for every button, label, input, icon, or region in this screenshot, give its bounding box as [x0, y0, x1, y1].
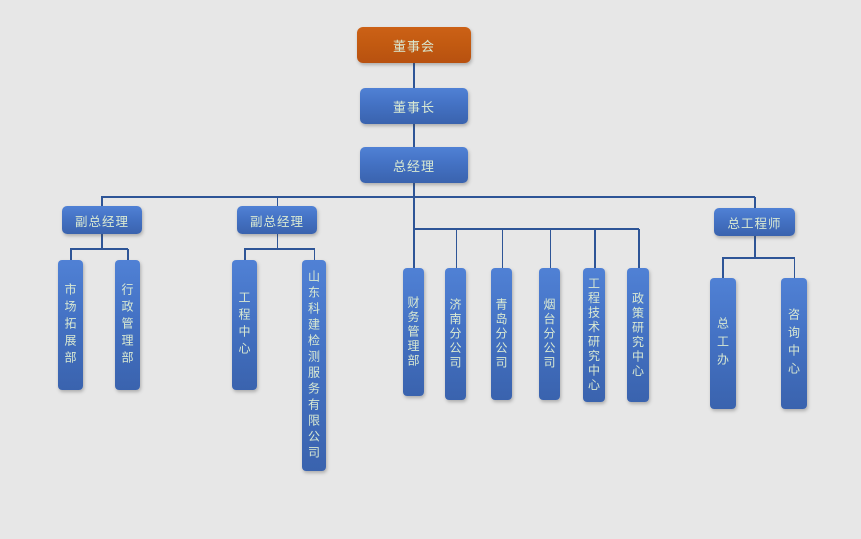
connector-line	[754, 236, 756, 257]
connector-line	[70, 248, 128, 250]
connector-line	[722, 257, 795, 259]
connector-line	[594, 229, 596, 268]
org-node-chief-engineer[interactable]: 总工程师	[714, 208, 795, 236]
connector-line	[127, 249, 129, 260]
connector-line	[638, 229, 640, 268]
org-node-finance[interactable]: 财务管理部	[403, 268, 424, 396]
org-node-market-dev[interactable]: 市场拓展部	[58, 260, 83, 390]
connector-line	[244, 248, 315, 250]
connector-line	[455, 229, 457, 268]
org-node-deputy-gm-2[interactable]: 副总经理	[237, 206, 317, 234]
org-node-general-manager[interactable]: 总经理	[360, 147, 468, 183]
org-node-deputy-gm-1[interactable]: 副总经理	[62, 206, 142, 234]
connector-line	[101, 234, 103, 248]
org-node-yantai-branch[interactable]: 烟台分公司	[539, 268, 560, 400]
org-node-admin-mgmt[interactable]: 行政管理部	[115, 260, 140, 390]
connector-line	[244, 249, 246, 260]
connector-line	[722, 258, 724, 278]
connector-line	[501, 229, 503, 268]
org-node-qingdao-branch[interactable]: 青岛分公司	[491, 268, 512, 400]
connector-line	[276, 197, 278, 207]
connector-line	[413, 183, 415, 268]
connector-line	[276, 234, 278, 248]
org-node-eng-center[interactable]: 工程中心	[232, 260, 257, 390]
org-node-board[interactable]: 董事会	[357, 27, 471, 63]
org-node-shandong-kejian[interactable]: 山东科建检测服务有限公司	[302, 260, 326, 471]
org-node-jinan-branch[interactable]: 济南分公司	[445, 268, 466, 400]
connector-line	[413, 124, 415, 148]
connector-line	[101, 197, 103, 207]
connector-line	[313, 249, 315, 260]
connector-line	[413, 228, 640, 230]
connector-line	[413, 63, 415, 88]
org-node-policy-research[interactable]: 政策研究中心	[627, 268, 649, 402]
org-node-chairman[interactable]: 董事长	[360, 88, 468, 124]
connector-line	[70, 249, 72, 260]
connector-line	[793, 258, 795, 278]
connector-line	[754, 197, 756, 209]
org-node-chief-eng-office[interactable]: 总工办	[710, 278, 736, 409]
connector-line	[101, 196, 755, 198]
connector-line	[549, 229, 551, 268]
org-node-eng-tech-research[interactable]: 工程技术研究中心	[583, 268, 605, 402]
org-node-consulting-center[interactable]: 咨询中心	[781, 278, 807, 409]
